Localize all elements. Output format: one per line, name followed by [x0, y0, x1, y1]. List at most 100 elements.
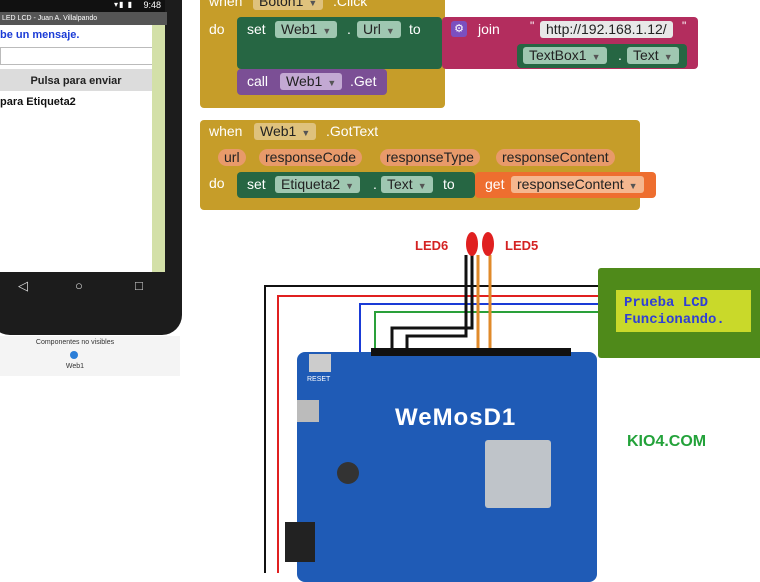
- set-web1-url-block[interactable]: set Web1 ▼ . Url ▼ to: [237, 17, 442, 69]
- web-component-icon[interactable]: [70, 351, 78, 359]
- label-etiqueta2: para Etiqueta2: [0, 96, 76, 108]
- chevron-down-icon: ▼: [628, 181, 638, 191]
- board-logo: WeMosD1: [395, 404, 517, 431]
- get-responsecontent-block[interactable]: get responseContent▼: [475, 172, 656, 198]
- etiqueta2-prop-dropdown[interactable]: Text ▼: [381, 176, 433, 193]
- chevron-down-icon: ▼: [345, 181, 355, 191]
- back-icon[interactable]: ◁: [18, 278, 28, 293]
- call-keyword: call: [247, 73, 269, 89]
- dot-separator: .: [347, 21, 351, 37]
- esp8266-chip: [485, 440, 551, 508]
- capacitor-icon: [337, 462, 359, 484]
- web1-dropdown[interactable]: Web1 ▼: [275, 21, 338, 38]
- status-bar: ▾▮ ▮ 9:48: [0, 0, 165, 12]
- chevron-down-icon: ▼: [322, 26, 332, 36]
- wire-black-lcd: [264, 285, 598, 573]
- usb-port-icon: [297, 400, 319, 422]
- lcd-line2: Funcionando.: [624, 312, 725, 328]
- led5-label: LED5: [505, 238, 539, 253]
- call-web1-get-block[interactable]: call Web1 ▼ .Get: [237, 69, 387, 95]
- nonvisible-components: Componentes no visibles Web1: [0, 336, 180, 376]
- web1-event-text: Web1: [260, 123, 297, 139]
- message-textbox[interactable]: [0, 47, 156, 65]
- chevron-down-icon: ▼: [417, 181, 427, 191]
- send-button[interactable]: Pulsa para enviar: [0, 69, 152, 91]
- signal-icons: ▾▮ ▮: [113, 0, 133, 9]
- etiqueta2-dropdown[interactable]: Etiqueta2 ▼: [275, 176, 361, 193]
- to-keyword: to: [409, 21, 421, 37]
- reset-button: [309, 354, 331, 372]
- set-keyword: set: [247, 176, 266, 192]
- led6-icon: [466, 232, 478, 256]
- do-keyword: do: [209, 21, 225, 37]
- wemos-d1-board: RESET WeMosD1: [285, 348, 597, 582]
- quote-close: ": [682, 19, 687, 33]
- set-etiqueta2-text-block[interactable]: set Etiqueta2 ▼ . Text ▼ to: [237, 172, 475, 198]
- nonvisible-label: Componentes no visibles: [35, 339, 115, 346]
- text-prop-text: Text: [633, 47, 659, 63]
- get-keyword: get: [485, 176, 505, 192]
- chevron-down-icon: ▼: [385, 26, 395, 36]
- param-responsetype[interactable]: responseType: [380, 149, 480, 166]
- get-method: .Get: [350, 73, 377, 89]
- when-keyword: when: [209, 123, 243, 139]
- screen-scrollbar[interactable]: [152, 25, 165, 272]
- web1-event-dropdown[interactable]: Web1 ▼: [254, 123, 317, 140]
- web1-text: Web1: [281, 21, 318, 37]
- app-title: LED LCD - Juan A. Villalpando: [0, 12, 167, 25]
- wire-blue-lcd: [359, 303, 598, 352]
- dot-separator: .: [373, 176, 377, 192]
- to-keyword: to: [443, 176, 455, 192]
- recent-apps-icon[interactable]: □: [135, 278, 143, 293]
- textbox1-text: TextBox1: [529, 47, 587, 63]
- set-keyword: set: [247, 21, 266, 37]
- gottext-event: .GotText: [326, 123, 379, 139]
- boton1-text: Boton1: [259, 0, 304, 9]
- lcd-line1: Prueba LCD: [624, 295, 709, 311]
- power-jack-icon: [285, 522, 315, 562]
- label-write-message: be un mensaje.: [0, 29, 80, 41]
- etiqueta2-text: Etiqueta2: [281, 176, 341, 192]
- wire-green-lcd: [374, 311, 598, 352]
- wire-led6-gnd: [405, 255, 468, 352]
- dot-separator: .: [618, 47, 622, 63]
- etiqueta2-prop-text: Text: [387, 176, 413, 192]
- url-prop-dropdown[interactable]: Url ▼: [357, 21, 401, 38]
- chevron-down-icon: ▼: [663, 52, 673, 62]
- textbox1-dropdown[interactable]: TextBox1 ▼: [523, 47, 607, 64]
- chevron-down-icon: ▼: [327, 78, 337, 88]
- gear-icon[interactable]: ⚙: [451, 21, 467, 37]
- click-event: .Click: [333, 0, 368, 9]
- reset-label: RESET: [307, 376, 331, 383]
- param-responsecontent[interactable]: responseContent: [496, 149, 615, 166]
- chevron-down-icon: ▼: [591, 52, 601, 62]
- pin-header: [371, 348, 571, 356]
- join-keyword: join: [478, 21, 500, 37]
- wire-led5-gnd: [390, 255, 474, 352]
- boton1-dropdown[interactable]: Boton1 ▼: [253, 0, 324, 10]
- status-time: 9:48: [143, 0, 161, 10]
- nav-bar: ◁ ○ □: [0, 272, 165, 305]
- do-keyword: do: [209, 175, 225, 191]
- url-text-field[interactable]: http://192.168.1.12/: [540, 21, 673, 38]
- phone-mockup: ▾▮ ▮ 9:48 LED LCD - Juan A. Villalpando …: [0, 0, 182, 335]
- website-label: KIO4.COM: [627, 433, 707, 450]
- when-keyword: when: [209, 0, 243, 9]
- text-prop-dropdown[interactable]: Text ▼: [627, 47, 679, 64]
- app-screen: be un mensaje. Pulsa para enviar para Et…: [0, 25, 156, 272]
- home-icon[interactable]: ○: [75, 278, 83, 293]
- responsecontent-dropdown[interactable]: responseContent▼: [511, 176, 644, 193]
- lcd-screen: Prueba LCD Funcionando.: [616, 290, 751, 332]
- chevron-down-icon: ▼: [308, 0, 318, 8]
- web1-call-dropdown[interactable]: Web1 ▼: [280, 73, 343, 90]
- textbox1-text-getter[interactable]: TextBox1 ▼ . Text ▼: [517, 44, 687, 68]
- led6-label: LED6: [415, 238, 449, 253]
- url-prop-text: Url: [363, 21, 381, 37]
- led5-icon: [482, 232, 494, 256]
- chevron-down-icon: ▼: [301, 128, 311, 138]
- param-url[interactable]: url: [218, 149, 246, 166]
- web1-call-text: Web1: [286, 73, 323, 89]
- param-responsecode[interactable]: responseCode: [259, 149, 363, 166]
- quote-open: ": [530, 19, 535, 33]
